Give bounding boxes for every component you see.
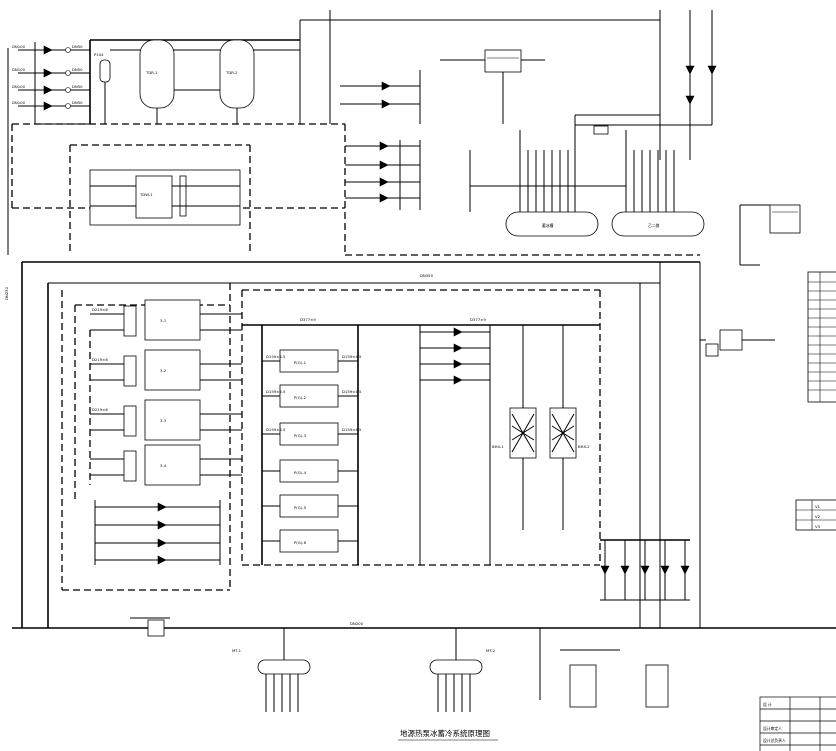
pipe-label: D159×4.5 [342,354,362,359]
pipe-label: D159×4.5 [342,389,362,394]
equipment-label: MT-1 [232,648,242,653]
tank-label: P104 [94,52,104,57]
top-reservoir [440,49,545,124]
pipe-label: D219×6 [92,357,108,362]
expansion-tank: P104 [94,52,111,124]
upper-chiller: TDW-1 [89,169,241,226]
table-cell: V1 [815,504,821,509]
right-small-tank [700,329,775,357]
pipe-label: DN50 [72,84,83,89]
pump-label: P(G)-2 [294,395,307,400]
tank-label: 蓄冰槽 [542,223,554,228]
pipe-label: DN100 [12,84,26,89]
pump-label: P(G)-6 [294,540,307,545]
equipment-label: 3-1 [160,318,167,323]
main-dashed-loops [61,283,601,591]
ice-storage-tanks: 蓄冰槽 乙二醇 [469,130,705,237]
plate-heat-exchangers: BHX-1 BHX-2 [492,325,590,530]
pipe-label: D219×6 [92,307,108,312]
pipe-label: DN350 [420,273,434,278]
left-chiller-bank: 3-1 3-2 3-3 3-4 D219×6 D219×6 D219×6 [90,299,242,486]
top-tanks: TDR-1 TDR-2 [90,19,660,124]
pipe-label: D377×9 [300,317,316,322]
pipe-label: DN100 [12,44,26,49]
upper-valve-bank [345,140,421,210]
pipe-label: D377×9 [470,317,486,322]
tank-label: TDR-2 [225,70,238,75]
top-left-valve-stack: DN100 DN100 DN100 DN100 DN50 DN50 DN50 D… [7,40,91,255]
right-legend-table [807,271,836,403]
pipe-label: DN100 [12,100,26,105]
equipment-label: 3-4 [160,463,167,468]
pump-label: P(G)-1 [294,360,307,365]
table-cell: V3 [815,524,821,529]
title-block: 设 计 设计审定人 设计总负责人 [759,696,836,751]
equipment-label: BHX-2 [578,444,590,449]
top-right-pumps [574,10,717,215]
equipment-label: TDW-1 [139,192,153,197]
top-middle-valves [329,10,421,124]
right-top-reservoir [739,204,801,266]
tank-label: 乙二醇 [648,223,660,228]
equipment-label: MT-2 [486,648,496,653]
secondary-pumps: D377×9 D377×9 [242,317,600,565]
right-lower-pumps [600,539,690,601]
pipe-label: DN200 [350,621,364,626]
pipe-label: D219×6 [92,407,108,412]
pump-icon [43,45,71,111]
pipe-label: DN250 [4,286,9,300]
table-cell: V2 [815,514,821,519]
pipe-label: DN50 [72,100,83,105]
small-table: V1 V2 V3 [795,499,836,531]
pipe-label: DN50 [72,67,83,72]
pipe-label: D159×4.5 [342,427,362,432]
pump-label: P(G)-3 [294,433,307,438]
tank-label: TDR-1 [145,70,158,75]
pipe-label: D159×4.5 [266,389,286,394]
pipe-label: DN100 [12,67,26,72]
pump-label: P(G)-4 [294,470,307,475]
pipe-label: D159×4.5 [266,354,286,359]
pipe-label: D159×4.5 [266,427,286,432]
lower-left-pumps [94,500,221,565]
equipment-label: 3-3 [160,418,167,423]
equipment-label: 3-2 [160,368,167,373]
pump-label: P(G)-5 [294,505,307,510]
title-block-row: 设 计 [763,702,772,707]
pipe-label: DN50 [72,44,83,49]
title-block-row: 设计审定人 [763,726,782,731]
equipment-label: BHX-1 [492,444,504,449]
title-block-row: 设计总负责人 [763,738,786,743]
bottom-collectors: MT-1 MT-2 [130,617,669,712]
center-pump-column: P(G)-1 P(G)-2 P(G)-3 P(G)-4 P(G)-5 P(G)-… [261,325,362,565]
drawing-title: 地源热泵冰蓄冷系统原理图 [400,728,490,738]
